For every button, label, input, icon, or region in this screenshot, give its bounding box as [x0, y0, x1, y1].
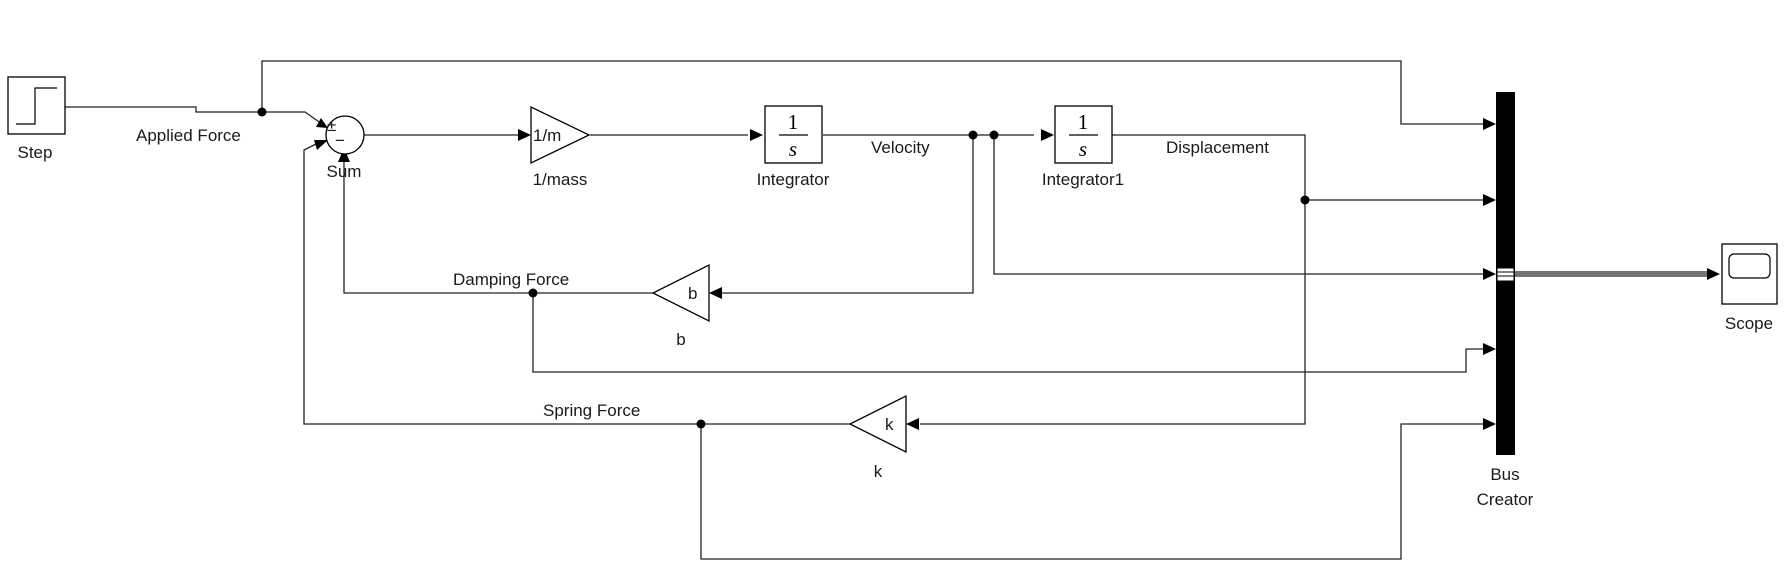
gain-b-block[interactable]: b — [651, 263, 710, 323]
scope-block[interactable] — [1721, 243, 1778, 305]
arrowhead-sum-applied — [316, 118, 328, 128]
applied-force-label: Applied Force — [136, 126, 241, 145]
wire-applied-force-to-bus[interactable] — [261, 60, 1484, 125]
gain-b-body[interactable] — [651, 263, 710, 323]
bus-creator-block[interactable] — [1496, 92, 1515, 455]
branch-point-velocity-1 — [968, 130, 978, 140]
wire-step-to-branch[interactable] — [65, 106, 262, 113]
wire-bus-to-scope[interactable] — [1515, 271, 1710, 277]
branch-point-spring-force — [696, 419, 706, 429]
velocity-label: Velocity — [871, 138, 930, 157]
wire-applied-force-to-sum[interactable] — [262, 111, 323, 125]
arrowhead-sum-damping — [338, 148, 350, 162]
branch-point-displacement — [1300, 195, 1310, 205]
step-block[interactable] — [7, 76, 66, 135]
signal-labels: Applied Force Velocity Displacement Damp… — [136, 126, 1269, 420]
displacement-label: Displacement — [1166, 138, 1269, 157]
integrator-block[interactable]: 1 s — [764, 105, 823, 164]
arrowheads — [314, 118, 1720, 430]
arrowhead-integrator-in — [750, 129, 763, 141]
step-label: Step — [18, 143, 53, 162]
spring-force-label: Spring Force — [543, 401, 640, 420]
scope-label: Scope — [1725, 314, 1773, 333]
arrowhead-scope-in — [1707, 268, 1720, 280]
wire-spring-force-to-bus[interactable] — [700, 423, 1484, 560]
arrowhead-bus-in-5 — [1483, 418, 1496, 430]
wire-spring-force-to-sum[interactable] — [303, 143, 850, 425]
gain-k-block[interactable]: k — [848, 394, 907, 454]
signal-lines — [65, 60, 1710, 560]
sum-label: Sum — [327, 162, 362, 181]
integrator1-numerator: 1 — [1078, 110, 1089, 134]
sum-block-body[interactable] — [325, 115, 365, 155]
arrowhead-b-in — [709, 287, 722, 299]
step-icon — [16, 87, 57, 125]
gain-mass-block[interactable]: 1/m — [530, 105, 591, 165]
arrowhead-bus-in-4 — [1483, 343, 1496, 355]
wire-displacement[interactable] — [920, 134, 1306, 425]
damping-force-label: Damping Force — [453, 270, 569, 289]
sum-plus-sign: ± — [327, 116, 336, 135]
bus-creator-label-line1: Bus — [1490, 465, 1519, 484]
gain-mass-body[interactable] — [530, 105, 591, 165]
step-block-body[interactable] — [7, 76, 66, 135]
gain-k-label: k — [874, 462, 883, 481]
arrowhead-bus-in-2 — [1483, 194, 1496, 206]
bus-creator-label-line2: Creator — [1477, 490, 1534, 509]
integrator-label: Integrator — [757, 170, 830, 189]
branch-points — [257, 107, 1310, 429]
integrator1-label: Integrator1 — [1042, 170, 1124, 189]
gain-mass-label: 1/mass — [533, 170, 588, 189]
integrator-numerator: 1 — [788, 110, 799, 134]
integrator-denominator: s — [789, 137, 797, 161]
sum-block[interactable]: ± − — [325, 115, 365, 155]
arrowhead-integrator1-in — [1041, 129, 1054, 141]
arrowhead-bus-in-1 — [1483, 118, 1496, 130]
integrator1-block[interactable]: 1 s — [1054, 105, 1113, 164]
branch-point-velocity-2 — [989, 130, 999, 140]
integrator1-denominator: s — [1079, 137, 1087, 161]
arrowhead-sum-spring — [314, 140, 328, 150]
wire-velocity-to-b[interactable] — [721, 135, 974, 294]
arrowhead-bus-in-3 — [1483, 268, 1496, 280]
branch-point-damping-force — [528, 288, 538, 298]
bus-output-port — [1496, 267, 1515, 282]
wire-velocity-to-bus[interactable] — [993, 135, 1484, 275]
wire-damping-force-to-bus[interactable] — [532, 293, 1484, 373]
gain-b-label: b — [676, 330, 685, 349]
arrowhead-k-in — [906, 418, 919, 430]
sum-minus-sign: − — [335, 131, 345, 150]
gain-k-body[interactable] — [848, 394, 907, 454]
branch-point-applied-force — [257, 107, 267, 117]
arrowhead-mass-in — [518, 129, 531, 141]
scope-screen-icon — [1728, 253, 1771, 279]
gain-k-symbol: k — [885, 415, 894, 434]
gain-b-symbol: b — [688, 284, 697, 303]
wire-damping-force-to-sum[interactable] — [343, 160, 653, 294]
block-labels: Step Sum 1/mass Integrator Integrator1 b… — [18, 143, 1774, 509]
gain-mass-symbol: 1/m — [533, 126, 561, 145]
